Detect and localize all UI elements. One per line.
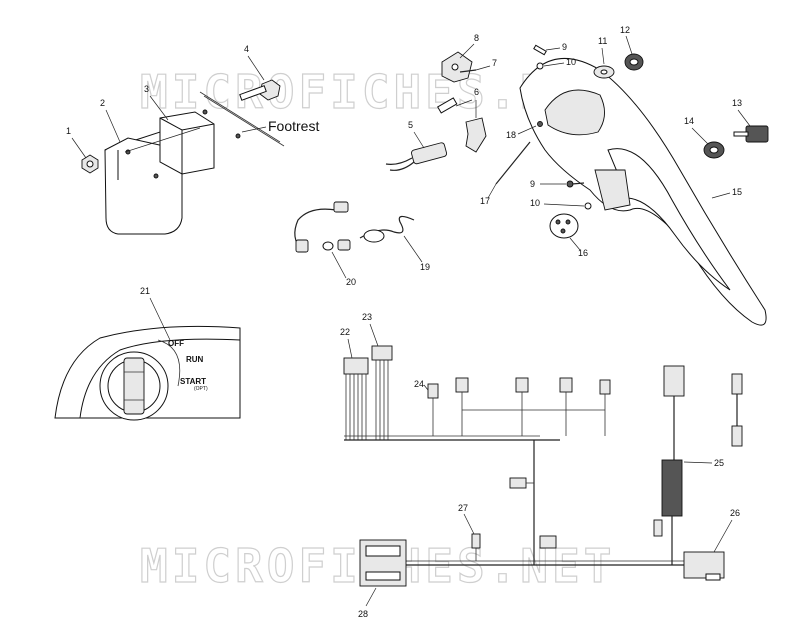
- part-28-connector: [359, 539, 407, 587]
- part-23-connector: [371, 345, 393, 361]
- wiring-harness: [343, 345, 743, 587]
- callout-24: 24: [414, 379, 424, 389]
- tether-assembly: [294, 201, 415, 253]
- ignition-panel: OFF RUN START (OPT): [54, 325, 241, 421]
- part-3-spacer-block: [159, 109, 241, 175]
- callout-18: 18: [506, 130, 516, 140]
- callout-10b: 10: [530, 198, 540, 208]
- part-20-washer: [322, 241, 334, 251]
- callout-25: 25: [714, 458, 724, 468]
- callout-13: 13: [732, 98, 742, 108]
- callout-5: 5: [408, 120, 413, 130]
- callout-1: 1: [66, 126, 71, 136]
- part-13-key: [733, 125, 769, 143]
- footrest-assembly: Footrest: [81, 79, 319, 235]
- callout-9b: 9: [530, 179, 535, 189]
- cowl-assembly: [385, 44, 769, 326]
- callout-4: 4: [244, 44, 249, 54]
- callout-12: 12: [620, 25, 630, 35]
- part-14-grommet: [703, 141, 725, 159]
- part-26-connector: [683, 551, 725, 581]
- part-12-nut: [624, 53, 644, 71]
- callout-20: 20: [346, 277, 356, 287]
- callout-7: 7: [492, 58, 497, 68]
- callout-26: 26: [730, 508, 740, 518]
- callout-21: 21: [140, 286, 150, 296]
- callout-28: 28: [358, 609, 368, 619]
- part-5-switch: [385, 142, 448, 171]
- switch-label-off: OFF: [168, 339, 184, 348]
- part-25-harness: [653, 365, 743, 565]
- part-22-connector: [343, 357, 369, 375]
- part-10-washer-top: [536, 62, 544, 70]
- part-9-screw-top: [533, 44, 547, 56]
- label-footrest: Footrest: [268, 118, 319, 134]
- part-24-connectors: [427, 377, 611, 436]
- part-16-socket: [549, 213, 579, 239]
- callout-10a: 10: [566, 57, 576, 67]
- callout-11: 11: [598, 36, 607, 46]
- callout-14: 14: [684, 116, 694, 126]
- switch-label-start: START: [180, 377, 206, 386]
- switch-label-opt: (OPT): [194, 386, 208, 392]
- part-27-connector: [471, 533, 481, 549]
- callout-15: 15: [732, 187, 742, 197]
- part-8-bracket: [441, 51, 473, 83]
- callout-3: 3: [144, 84, 149, 94]
- callout-17: 17: [480, 196, 490, 206]
- part-4-bolt: [239, 79, 281, 101]
- callouts: 1 2 3 4 5 6 7 8 9 10 11 12 13 14 15 16 1…: [66, 25, 751, 619]
- callout-8: 8: [474, 33, 479, 43]
- switch-label-run: RUN: [186, 355, 204, 364]
- part-10-washer-lower: [584, 202, 592, 210]
- part-17-cable: [495, 141, 531, 185]
- part-11-washer: [593, 65, 615, 79]
- part-9-screw-lower: [566, 180, 585, 188]
- callout-23: 23: [362, 312, 372, 322]
- callout-2: 2: [100, 98, 105, 108]
- part-1-nut: [81, 154, 99, 174]
- callout-22: 22: [340, 327, 350, 337]
- callout-9a: 9: [562, 42, 567, 52]
- callout-16: 16: [578, 248, 588, 258]
- callout-19: 19: [420, 262, 430, 272]
- part-18-screw: [537, 121, 543, 127]
- part-6-bracket: [437, 97, 487, 153]
- callout-6: 6: [474, 87, 479, 97]
- callout-27: 27: [458, 503, 468, 513]
